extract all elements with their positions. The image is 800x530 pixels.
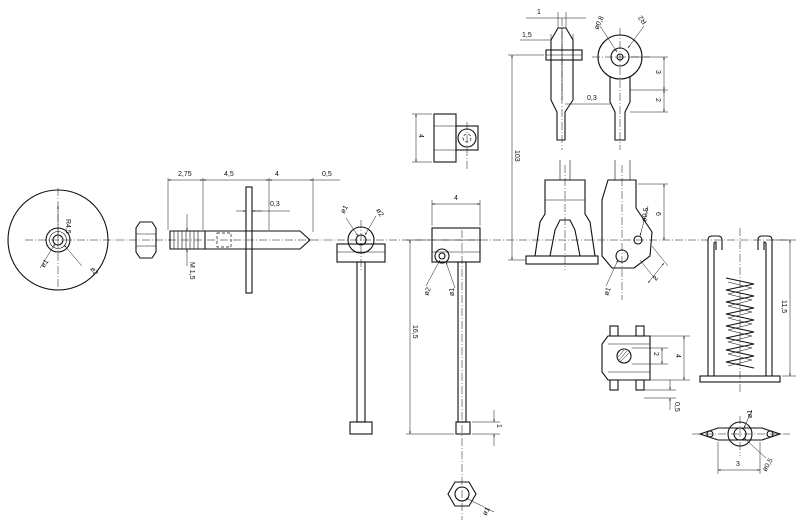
fork-label-1: ø1 [603,287,612,297]
base-view: ø1 ø0,5 3 [692,410,790,474]
small-part-dim-4: 4 [674,354,681,358]
hex-nut-side-view [135,221,157,259]
nut-bottom-label: ø1 [482,506,492,517]
spring-view: 11,5 [699,228,796,392]
eye-radius-label: R2 [637,14,648,25]
fork-dim-6: 6 [654,212,661,216]
block-length-dim: 16,5 [411,325,418,339]
block-foot-dim: 1 [495,424,502,428]
block-top-view: 4 [412,113,479,170]
clevis-height-dim: 103 [513,150,520,162]
disk-radius-label: R4,5 [64,219,71,234]
block-front-view: 4 16,5 ø2 ø1 1 [406,195,502,520]
lever-view: ø1 ø2 [336,204,386,435]
lever-label-1: ø1 [340,204,350,215]
base-label-1: ø1 [747,410,754,418]
bolt-view: 2,75 4,5 4 0,5 0,3 M 1,5 [167,171,340,294]
lever-label-2: ø2 [374,208,384,219]
bolt-pin-dim: 0,3 [270,201,280,208]
clevis-fork-front-view [525,160,599,270]
clevis-dim-0-3: 0,3 [587,95,597,102]
eye-hole-label: ø0,8 [593,15,605,31]
small-part-view: 2 4 0,5 [601,325,690,412]
spring-height-dim: 11,5 [780,300,787,313]
hex-nut-bottom-view: ø1 [447,481,495,517]
small-part-dim-2: 2 [652,352,659,356]
fork-hole-label: ø0,5 [641,207,650,222]
disk-hole-label-2: ø2 [88,266,98,277]
small-part-dim-0-5: 0,5 [673,402,680,412]
bolt-dim-2-75: 2,75 [178,171,192,178]
disk-view: R4,5 ø1 ø2 [7,188,109,292]
fork-dim-side: 2 [652,275,660,283]
base-label-2: ø0,5 [762,457,775,473]
bolt-dim-4: 4 [275,171,279,178]
clevis-top-view: 1 1,5 0,3 103 [508,9,610,261]
block-label-2: ø2 [423,287,432,297]
disk-hole-label-1: ø1 [40,258,50,269]
eye-dim-2: 2 [654,98,661,102]
block-width-dim: 4 [454,195,458,202]
bolt-dim-4-5: 4,5 [224,171,234,178]
block-top-view-dim: 4 [417,134,424,138]
fork-side-view: 6 ø0,5 ø1 2 [601,160,669,300]
bolt-dim-0-5: 0,5 [322,171,332,178]
base-width-dim: 3 [736,461,740,468]
clevis-dim-1-5: 1,5 [522,32,532,39]
eye-dim-3: 3 [654,70,661,74]
eye-top-view: R2 ø0,8 3 2 [592,14,668,150]
bolt-thread-label: M 1,5 [188,262,195,280]
clevis-dim-1: 1 [537,9,541,16]
block-label-1: ø1 [449,288,456,296]
